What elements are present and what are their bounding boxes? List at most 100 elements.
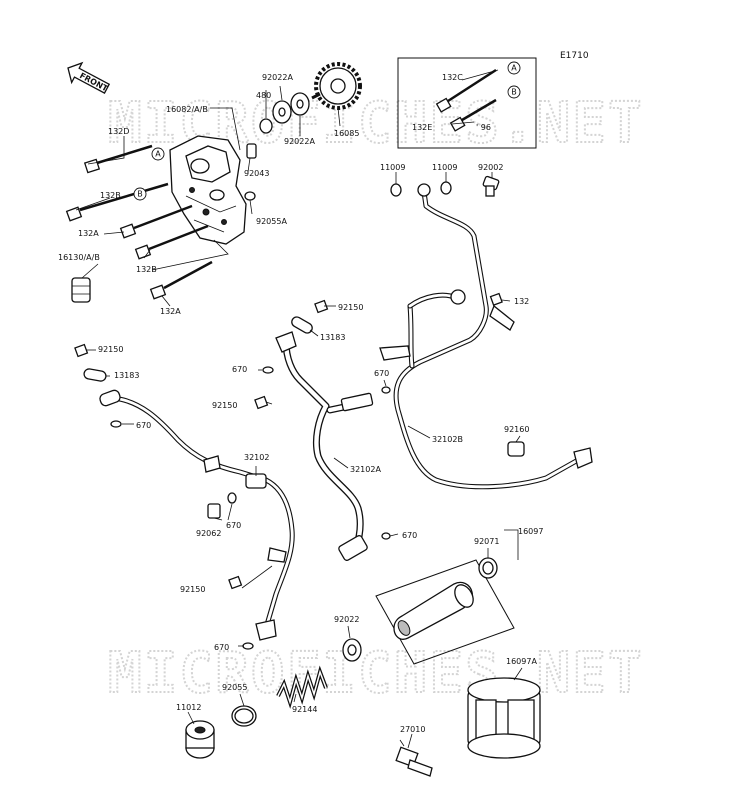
filter-16097a [467,677,541,759]
label-13183-b: 13183 [114,371,139,380]
fitting-16130 [71,277,91,303]
callout-a-box: A [507,61,521,75]
label-11009-a: 11009 [380,163,405,172]
bolt-132b-top [65,182,169,222]
label-132e: 132E [412,123,432,132]
pipe-32102a [275,331,374,561]
oring-670-a [262,366,274,374]
label-480: 480 [256,91,271,100]
label-16097a: 16097A [506,657,537,666]
label-11009-b: 11009 [432,163,457,172]
plate-13183-a [291,316,313,334]
switch-27010 [395,739,433,777]
oring-92071 [478,557,498,579]
pipe-32102 [99,389,295,641]
diagram-code: E1710 [560,51,589,61]
label-92055: 92055 [222,683,247,692]
watermark-bottom: MICROFICHES.NET [108,641,644,706]
label-92062: 92062 [196,529,221,538]
label-92144: 92144 [292,705,317,714]
label-670-a: 670 [232,365,247,374]
washer-92022a-b [290,92,310,116]
bolt-92002 [482,175,500,197]
label-132c: 132C [442,73,463,82]
label-32102a: 32102A [350,465,381,474]
label-132-right: 132 [514,297,529,306]
label-92022: 92022 [334,615,359,624]
svg-text:B: B [511,88,517,97]
label-92022a-top: 92022A [262,73,293,82]
label-670-f: 670 [214,643,229,652]
bolt-92150-c [74,343,89,358]
label-92150-c: 92150 [98,345,123,354]
oil-pump-body [169,135,247,245]
label-16085: 16085 [334,129,359,138]
label-132b-low: 132B [136,265,157,274]
label-11012: 11012 [176,703,201,712]
bolt-132a-low [149,260,213,300]
oring-670-b [381,386,391,394]
pipe-32102b [379,183,593,490]
label-32102: 32102 [244,453,269,462]
callout-b-pump: B [133,187,147,201]
oring-670-e [381,532,391,540]
label-92055a: 92055A [256,217,287,226]
svg-text:B: B [137,190,143,199]
washer-11009-b [440,181,452,195]
label-13183-a: 13183 [320,333,345,342]
label-92150-d: 92150 [180,585,205,594]
bolt-92150-a [314,299,329,314]
front-arrow-icon: FRONT [67,61,111,94]
label-92150-a: 92150 [338,303,363,312]
label-16082: 16082/A/B [166,105,208,114]
bolt-92150-d [228,575,243,590]
washer-11009-a [390,183,402,197]
label-132a-low: 132A [160,307,181,316]
oring-670-f [242,642,254,650]
oring-92055a [244,191,256,201]
label-92022a-bot: 92022A [284,137,315,146]
bolt-92150-b [254,395,269,410]
svg-text:A: A [511,64,517,73]
washer-92022 [342,638,362,662]
bolt-132-right [489,292,503,306]
label-16130: 16130/A/B [58,253,100,262]
washer-92022a-a [272,100,292,124]
bolt-box [397,57,537,149]
label-670-e: 670 [402,531,417,540]
oring-92055 [231,705,257,727]
label-670-d: 670 [226,521,241,530]
front-label: FRONT [78,71,110,94]
bolt-132a-mid [119,204,193,239]
label-92150-b: 92150 [212,401,237,410]
label-16097: 16097 [518,527,543,536]
oring-670-d [227,492,237,504]
callout-a-pump: A [151,147,165,161]
gear-16085-icon [311,62,362,110]
cap-92160 [507,441,525,457]
spring-92144-icon [276,665,328,709]
label-92071: 92071 [474,537,499,546]
filter-box-16097 [375,559,515,665]
plug-92062 [207,503,221,519]
label-92002: 92002 [478,163,503,172]
label-92160: 92160 [504,425,529,434]
label-32102b: 32102B [432,435,463,444]
bolt-132b-low [134,224,209,260]
label-132b-top: 132B [100,191,121,200]
label-92043: 92043 [244,169,269,178]
plug-11012 [185,720,215,759]
label-27010: 27010 [400,725,425,734]
pin-92043 [246,143,257,159]
oring-670-c [110,420,122,428]
plate-13183-b [83,368,107,382]
part-labels: 16082/A/B 132D 132B 132A 132B 16130/A/B … [58,73,543,734]
label-96: ' 96 [476,123,491,132]
label-132a-mid: 132A [78,229,99,238]
circlip-480 [259,118,273,134]
label-670-b: 670 [374,369,389,378]
label-132d: 132D [108,127,129,136]
svg-text:A: A [155,150,161,159]
label-670-c: 670 [136,421,151,430]
